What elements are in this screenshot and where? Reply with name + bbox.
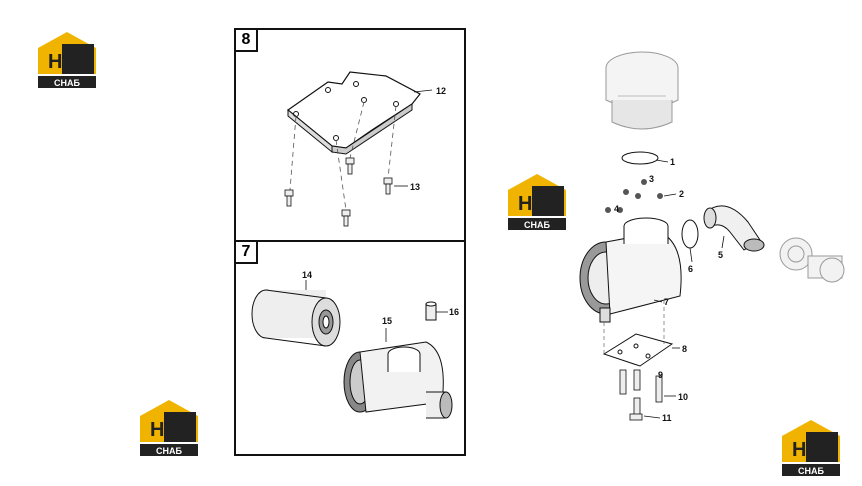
callout-4: 4	[614, 204, 619, 214]
callout-15: 15	[382, 316, 392, 326]
filter-housing-drawing: 14 15 16	[251, 270, 459, 419]
brand-logo: H3 СНАБ	[36, 30, 98, 88]
callout-2: 2	[679, 189, 684, 199]
logo-letters-h: H3	[48, 51, 74, 73]
detail-panel-8: 8 12 13	[234, 28, 466, 242]
callout-14: 14	[302, 270, 312, 280]
callout-3: 3	[649, 174, 654, 184]
logo-sub: СНАБ	[524, 220, 550, 230]
callout-5: 5	[718, 250, 723, 260]
logo-letters: H3	[518, 193, 544, 215]
logo-letters: H3	[150, 419, 176, 441]
callout-13: 13	[410, 182, 420, 192]
brand-logo: H3 СНАБ	[506, 172, 568, 230]
callout-12: 12	[436, 86, 446, 96]
mounting-plate-drawing: 12 13	[284, 71, 446, 227]
detail-panel-7: 7 14 15 16	[234, 240, 466, 456]
logo-letters: H3	[792, 439, 818, 461]
panel-number: 8	[236, 30, 258, 52]
callout-1: 1	[670, 157, 675, 167]
callout-9: 9	[658, 370, 663, 380]
brand-logo: H3 СНАБ	[780, 418, 842, 476]
callout-6: 6	[688, 264, 693, 274]
logo-sub: СНАБ	[798, 466, 824, 476]
callout-10: 10	[678, 392, 688, 402]
panel-number: 7	[236, 242, 258, 264]
brand-logo: H3 СНАБ	[138, 398, 200, 456]
logo-sub: СНАБ	[54, 78, 80, 88]
callout-7: 7	[664, 297, 669, 307]
logo-sub: СНАБ	[156, 446, 182, 456]
callout-16: 16	[449, 307, 459, 317]
callout-11: 11	[662, 413, 672, 423]
callout-8: 8	[682, 344, 687, 354]
